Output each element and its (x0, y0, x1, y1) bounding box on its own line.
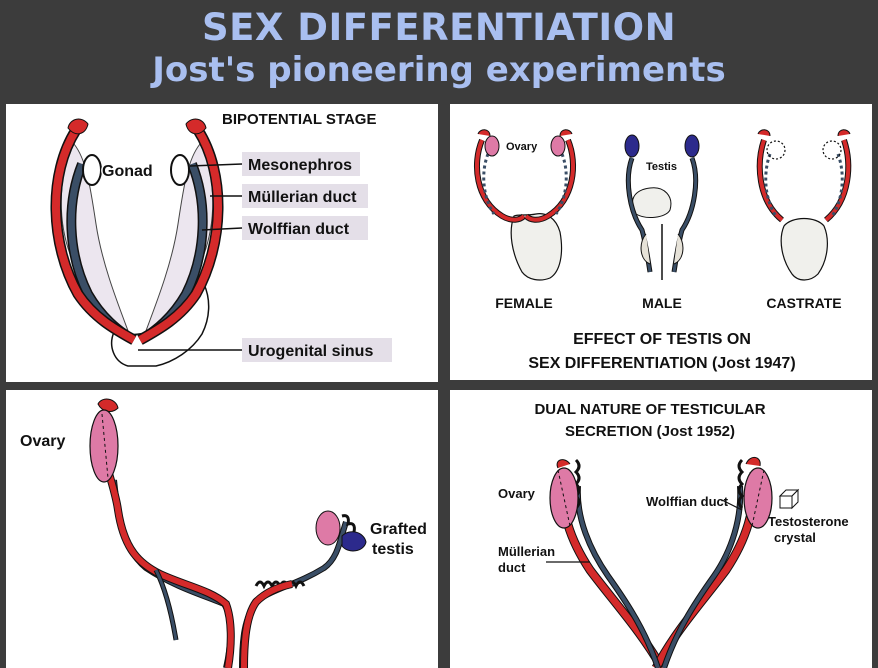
dual-ovary-left (550, 468, 578, 528)
effect-diagram: Ovary Testis FEMALE MALE CASTRATE EFFECT… (450, 104, 872, 380)
testosterone-label-line1: Testosterone (768, 514, 849, 529)
gonad-right (171, 155, 189, 185)
female-label: FEMALE (495, 295, 553, 311)
ostium-left (68, 119, 88, 134)
dual-ovary-label: Ovary (498, 486, 536, 501)
gonad-label: Gonad (102, 163, 153, 180)
graft-ovary (90, 410, 118, 482)
dual-heading-line1: DUAL NATURE OF TESTICULAR (534, 401, 765, 418)
page-title: SEX DIFFERENTIATION (0, 6, 878, 49)
header: SEX DIFFERENTIATION Jost's pioneering ex… (0, 0, 878, 102)
grafted-testis (342, 532, 366, 551)
effect-ovary-label: Ovary (506, 141, 538, 153)
dual-diagram: DUAL NATURE OF TESTICULAR SECRETION (Jos… (450, 390, 872, 668)
ostium-right (186, 119, 206, 134)
mesonephros-label: Mesonephros (248, 157, 352, 174)
castrate-label: CASTRATE (766, 295, 841, 311)
gonad-left (83, 155, 101, 185)
panel-dual-nature: DUAL NATURE OF TESTICULAR SECRETION (Jos… (450, 390, 872, 668)
sinus-label: Urogenital sinus (248, 343, 373, 360)
dual-mullerian-label-line2: duct (498, 560, 526, 575)
male-label: MALE (642, 295, 682, 311)
panel-bipotential: BIPOTENTIAL STAGE Gonad Mesonephros Müll… (6, 104, 438, 382)
effect-caption-line1: EFFECT OF TESTIS ON (573, 331, 751, 348)
grafted-label-line1: Grafted (370, 521, 427, 538)
testosterone-label-line2: crystal (774, 530, 816, 545)
effect-testis-label: Testis (646, 161, 677, 173)
grafted-label-line2: testis (372, 541, 414, 558)
castrate-tract (758, 130, 850, 280)
mullerian-label: Müllerian duct (248, 189, 357, 206)
dual-heading-line2: SECRETION (Jost 1952) (565, 423, 735, 440)
panel-effect-of-testis: Ovary Testis FEMALE MALE CASTRATE EFFECT… (450, 104, 872, 380)
testosterone-crystal-icon (780, 490, 798, 508)
page-subtitle: Jost's pioneering experiments (0, 50, 878, 90)
effect-caption-line2: SEX DIFFERENTIATION (Jost 1947) (528, 355, 795, 372)
bipotential-diagram: BIPOTENTIAL STAGE Gonad Mesonephros Müll… (6, 104, 438, 382)
graft-ovary-label: Ovary (20, 433, 65, 450)
graft-host-gonad (316, 511, 340, 545)
dual-wolffian-label: Wolffian duct (646, 494, 729, 509)
bipotential-heading: BIPOTENTIAL STAGE (222, 111, 376, 128)
panel-grafted-testis: Ovary Grafted testis (6, 390, 438, 668)
wolffian-label: Wolffian duct (248, 221, 350, 238)
dual-mullerian-label-line1: Müllerian (498, 544, 555, 559)
male-tract (625, 135, 699, 280)
graft-diagram: Ovary Grafted testis (6, 390, 438, 668)
